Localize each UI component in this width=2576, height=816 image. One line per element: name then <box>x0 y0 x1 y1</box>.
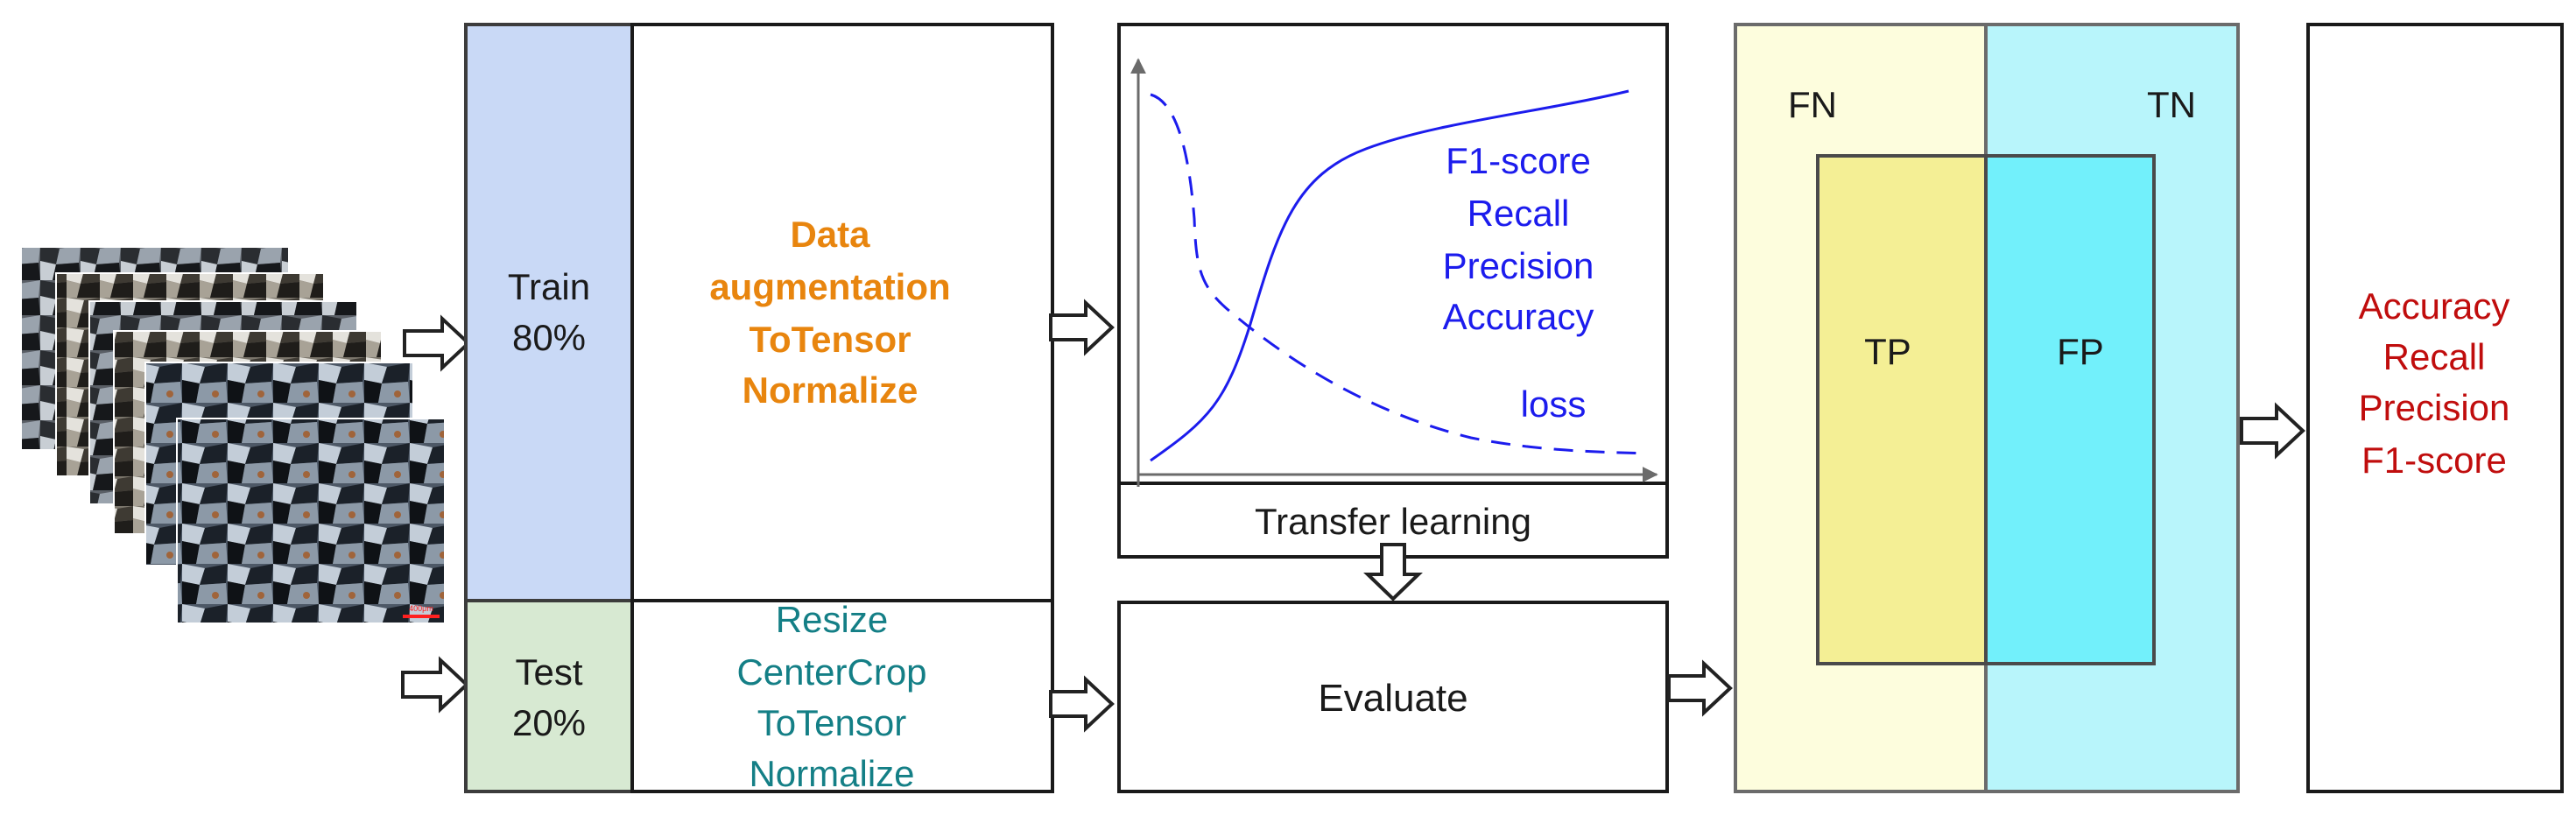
train-box <box>464 23 634 602</box>
training-panel <box>1117 23 1669 559</box>
train-transform-list: Data augmentation ToTensor Normalize <box>709 214 950 411</box>
final-metrics-list: Accuracy Recall Precision F1-score <box>2359 285 2510 481</box>
train-transform-item: augmentation <box>709 266 950 307</box>
final-metrics-box <box>2306 23 2564 793</box>
tp-label: TP <box>1864 331 1911 372</box>
metric-label: Accuracy <box>1443 296 1594 337</box>
test-transform-item: CenterCrop <box>736 651 926 693</box>
metric-label: F1-score <box>1446 140 1591 181</box>
train-percentage: 80% <box>512 317 586 358</box>
metric-label: Recall <box>1467 193 1570 234</box>
hollow-right-arrow-icon <box>1049 675 1115 733</box>
test-transform-item: ToTensor <box>757 702 906 743</box>
test-transform-item: Normalize <box>749 753 914 794</box>
thin-section-image-stack: 400μm <box>20 246 446 624</box>
test-box <box>464 599 634 793</box>
metric-label: Precision <box>1443 245 1594 286</box>
tp-region <box>1816 154 1988 665</box>
train-transform-item: ToTensor <box>749 319 911 360</box>
fn-label: FN <box>1788 84 1837 125</box>
test-percentage: 20% <box>512 702 586 743</box>
transfer-learning-caption: Transfer learning <box>1255 501 1531 542</box>
scale-bar-label: 400μm <box>409 604 433 613</box>
train-transform-box <box>630 23 1054 602</box>
hollow-down-arrow-icon <box>1363 543 1423 601</box>
hollow-right-arrow-icon <box>401 656 469 714</box>
final-metric-label: Recall <box>2383 336 2486 377</box>
fp-region <box>1984 154 2156 665</box>
evaluate-box <box>1117 601 1669 793</box>
fp-label: FP <box>2057 331 2104 372</box>
final-metric-label: F1-score <box>2361 440 2507 481</box>
test-transform-box <box>630 599 1054 793</box>
metric-curve <box>1150 89 1629 462</box>
tn-label: TN <box>2147 84 2196 125</box>
final-metric-label: Precision <box>2359 387 2510 428</box>
evaluate-label: Evaluate <box>1318 677 1467 720</box>
micrograph-front <box>176 418 446 624</box>
loss-curve <box>1150 93 1649 455</box>
train-label: Train <box>508 266 590 307</box>
train-transform-item: Normalize <box>743 369 918 411</box>
hollow-right-arrow-icon <box>2240 402 2305 460</box>
train-transform-item: Data <box>790 214 870 255</box>
test-transform-item: Resize <box>776 599 888 640</box>
final-metric-label: Accuracy <box>2359 285 2510 327</box>
hollow-right-arrow-icon <box>1049 299 1115 356</box>
hollow-right-arrow-icon <box>1667 659 1733 717</box>
loss-label: loss <box>1521 383 1587 425</box>
test-transform-list: Resize CenterCrop ToTensor Normalize <box>736 599 926 794</box>
metric-legend: F1-score Recall Precision Accuracy <box>1443 140 1594 337</box>
test-label: Test <box>515 651 582 693</box>
hollow-right-arrow-icon <box>403 314 471 372</box>
